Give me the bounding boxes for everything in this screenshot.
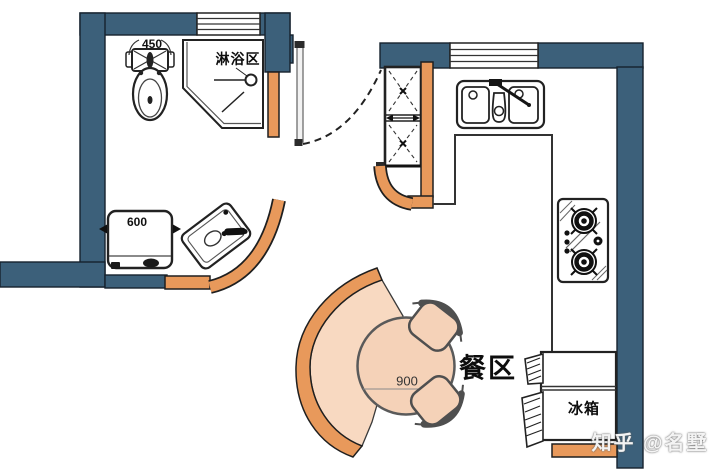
dining-door-arc <box>295 267 384 458</box>
wash-basin <box>180 202 252 270</box>
fridge-doors <box>521 352 544 449</box>
exterior-walls <box>0 12 644 469</box>
fridge <box>521 350 618 449</box>
toilet-dimension: 450 <box>141 37 163 51</box>
bathroom-door-panel <box>294 41 305 146</box>
stove-icon <box>556 197 610 284</box>
shower-area-label: 淋浴区 <box>215 51 261 67</box>
table-dimension: 900 <box>396 373 418 389</box>
fridge-sill <box>551 443 618 458</box>
bathroom-curved-door <box>208 198 286 294</box>
chair <box>407 299 463 352</box>
toilet-icon <box>125 39 175 122</box>
kitchen-tall-cabinet <box>383 65 423 168</box>
vanity-cabinet <box>99 209 181 270</box>
bathroom-window <box>196 12 261 36</box>
shower-head-icon <box>214 67 258 113</box>
kitchen-door-frame <box>407 61 434 209</box>
burner-bottom <box>570 248 598 276</box>
burner-top <box>570 207 598 235</box>
bathroom-threshold <box>164 275 211 290</box>
bathroom-door-frame <box>267 71 280 138</box>
kitchen-curved-door <box>373 162 414 211</box>
door-swing-arc <box>302 69 382 145</box>
shower-enclosure <box>182 39 264 129</box>
kitchen-sink-icon <box>455 79 546 130</box>
fridge-label: 冰箱 <box>567 400 601 418</box>
kitchen-window <box>449 42 539 69</box>
chair <box>409 375 465 428</box>
cabinet-dimension: 600 <box>126 215 148 229</box>
watermark: 知乎 @名墅 <box>591 432 709 455</box>
dining-area-label: 餐区 <box>459 353 517 384</box>
